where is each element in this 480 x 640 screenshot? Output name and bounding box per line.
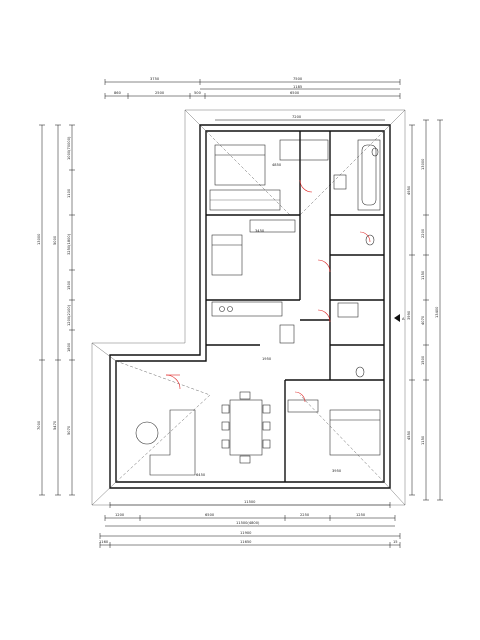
bottom-dim-4: 2250 (300, 513, 310, 517)
bottom-dim-3: 6500 (205, 513, 215, 517)
right-dim-10: 4550 (407, 430, 411, 440)
dining-table (229, 399, 263, 456)
bed-top (214, 144, 266, 186)
bed-second (211, 234, 243, 276)
left-dim-3: 5000 (53, 235, 57, 245)
top-dim-2: 7500 (293, 77, 303, 81)
bottom-dim-2: 1200 (115, 513, 125, 517)
bed-master (329, 409, 381, 456)
dim-kitchen: 1950 (262, 357, 272, 361)
bottom-dim-5: 1250 (356, 513, 366, 517)
top-dim-inner: 7200 (292, 115, 302, 119)
wardrobe-master (287, 399, 319, 413)
right-dim-4: 1150 (421, 270, 425, 280)
right-dim-9: 3990 (407, 310, 411, 320)
building-walls (91, 109, 406, 506)
left-dim-4: 5470 (53, 420, 57, 430)
section-marker-label: A (402, 317, 405, 321)
left-dim-7: 3250(1800) (67, 233, 71, 255)
dim-living: 6450 (196, 473, 206, 477)
left-dim-8: 1500 (67, 280, 71, 290)
dim-top-room: 4850 (272, 163, 282, 167)
right-dim-5: 4070 (421, 315, 425, 325)
wardrobe-top (279, 139, 329, 161)
bottom-dim-7: 11900 (240, 531, 252, 535)
right-dim-1: 13400 (435, 306, 439, 318)
bottom-dim-9: 11650 (240, 540, 252, 544)
left-dim-11: 5070 (67, 425, 71, 435)
washer (337, 302, 359, 318)
top-dim-6: 500 (194, 91, 202, 95)
entrance-door (165, 374, 181, 390)
top-dim-3: 1185 (293, 85, 302, 89)
toilet-lower (355, 366, 365, 378)
top-dim-1: 3750 (150, 77, 160, 81)
right-dimension-lines: 13400 13000 2200 1150 4070 1500 1150 495… (407, 119, 443, 501)
dim-bedroom-2: 3450 (255, 229, 265, 233)
right-dim-8: 4950 (407, 185, 411, 195)
left-dim-6: 1100 (67, 188, 71, 198)
bottom-dimension-lines: 11500 1200 6500 2250 1250 11500(4800) 11… (99, 500, 401, 548)
bottom-dim-10: 15 (393, 540, 398, 544)
room-labels: 4850 3450 6450 3950 1950 (196, 163, 342, 477)
toilet-top (371, 147, 379, 157)
section-marker: A (394, 314, 405, 322)
sofa (149, 409, 196, 476)
dim-bedroom: 3950 (332, 469, 342, 473)
top-dim-4: 860 (114, 91, 122, 95)
bottom-dim-1: 11500 (244, 500, 256, 504)
top-dim-5: 2500 (155, 91, 165, 95)
bottom-dim-8: 1160 (99, 540, 109, 544)
furniture (135, 139, 381, 476)
kitchen-counter (211, 301, 283, 317)
right-dim-7: 1150 (421, 435, 425, 445)
toilet-middle (365, 234, 375, 246)
left-dim-1: 13000 (37, 233, 41, 245)
left-dim-9: 1200(2100) (67, 304, 71, 326)
right-dim-3: 2200 (421, 228, 425, 238)
left-dim-10: 1800 (67, 342, 71, 352)
fridge (279, 324, 295, 344)
sink-top (333, 174, 347, 190)
left-dimension-lines: 13000 7000 5000 5470 1000(70000) 1100 32… (37, 124, 75, 496)
bathtub (357, 139, 381, 211)
right-dim-6: 1500 (421, 355, 425, 365)
bottom-dim-6: 11500(4800) (236, 521, 260, 525)
section-arrow-icon (394, 314, 400, 322)
wardrobe-second (249, 219, 296, 233)
left-dim-5: 1000(70000) (67, 136, 71, 160)
top-dim-7: 6500 (290, 91, 300, 95)
round-table (135, 421, 159, 445)
top-dimension-lines: 3750 7500 1185 860 2500 500 6500 7200 (104, 77, 401, 121)
right-dim-2: 13000 (421, 158, 425, 170)
left-dim-2: 7000 (37, 420, 41, 430)
